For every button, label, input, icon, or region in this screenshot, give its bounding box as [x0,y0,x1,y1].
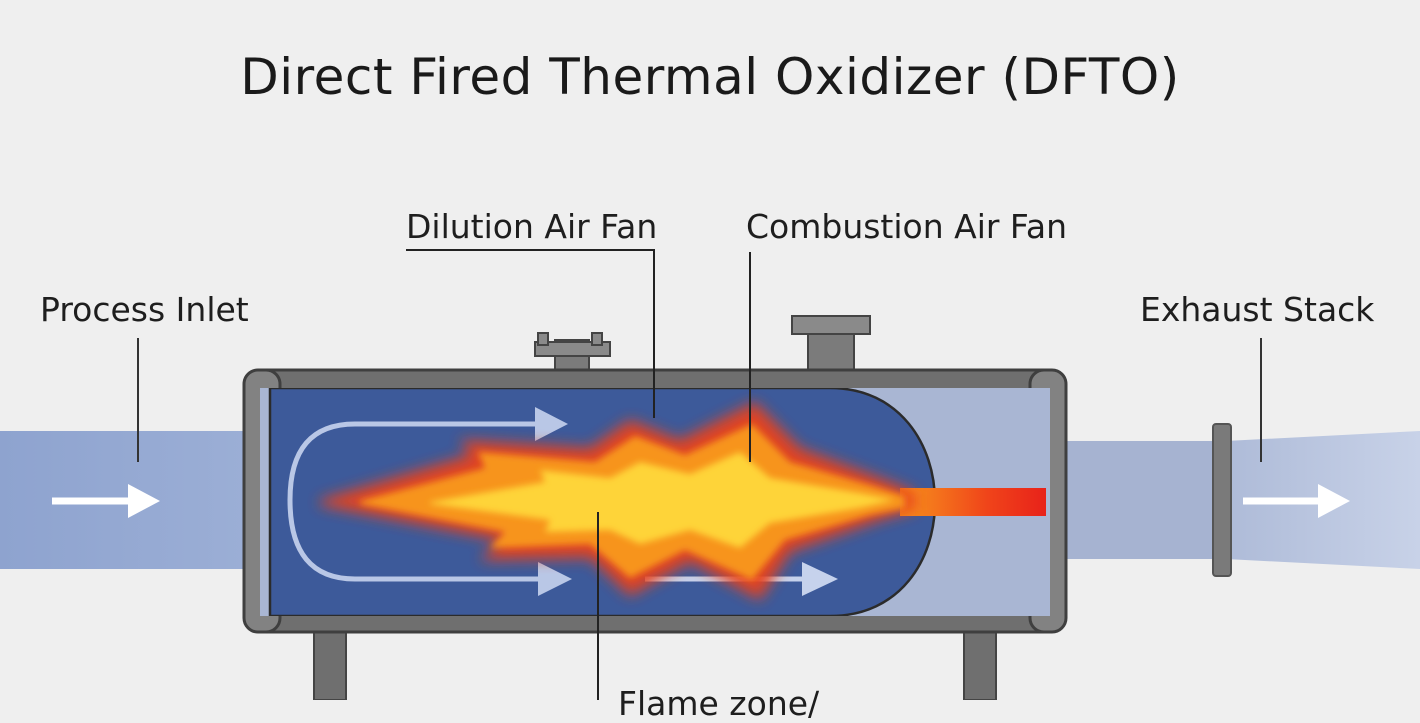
flow-arrow-loop [287,421,548,582]
dilution-nozzle [534,332,611,375]
label-flame-zone: Flame zone/ [618,684,820,723]
diagram-title: Direct Fired Thermal Oxidizer (DFTO) [240,48,1180,106]
outlet-flange [1212,423,1232,577]
flame [320,402,915,600]
label-combustion-air-fan: Combustion Air Fan [746,207,1068,246]
outlet-duct [1066,441,1220,559]
burner-torch [900,488,1046,516]
dfto-diagram [0,249,1420,700]
label-dilution-air-fan: Dilution Air Fan [406,207,658,246]
label-process-inlet: Process Inlet [40,290,249,329]
leader-dilution-air-fan [406,249,655,418]
combustion-nozzle [791,315,871,375]
flow-arrowhead-top [535,407,568,441]
inlet-arrow [52,484,160,518]
support-leg-left [313,629,347,700]
label-exhaust-stack: Exhaust Stack [1140,290,1375,329]
support-leg-right [963,629,997,700]
exhaust-arrow [1243,484,1350,518]
flow-arrowhead-bottom [538,562,572,596]
